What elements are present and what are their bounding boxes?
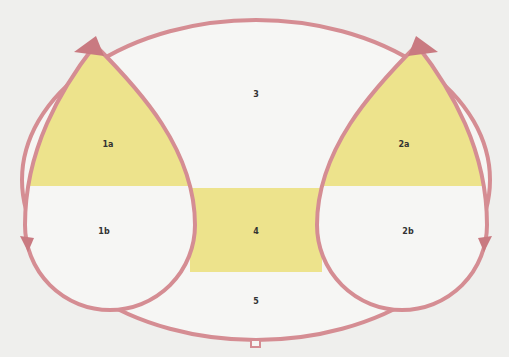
region-number: 3 [253,91,259,99]
region-number: 4 [253,228,259,236]
right-tab [408,36,438,56]
region-number: 2a [399,141,410,149]
region-number: 1b [98,228,109,236]
yellow-band [190,188,322,272]
region-number: 5 [253,298,259,306]
left-tab [74,36,104,56]
right-breast-outline [317,45,487,310]
right-upper-region [256,30,509,186]
right-side-tab [478,236,492,252]
region-number: 1a [103,141,114,149]
bottom-mark [251,340,260,347]
region-number: 2b [402,228,413,236]
left-side-tab [20,236,34,252]
left-upper-region [0,30,256,186]
left-breast-outline [25,45,195,310]
